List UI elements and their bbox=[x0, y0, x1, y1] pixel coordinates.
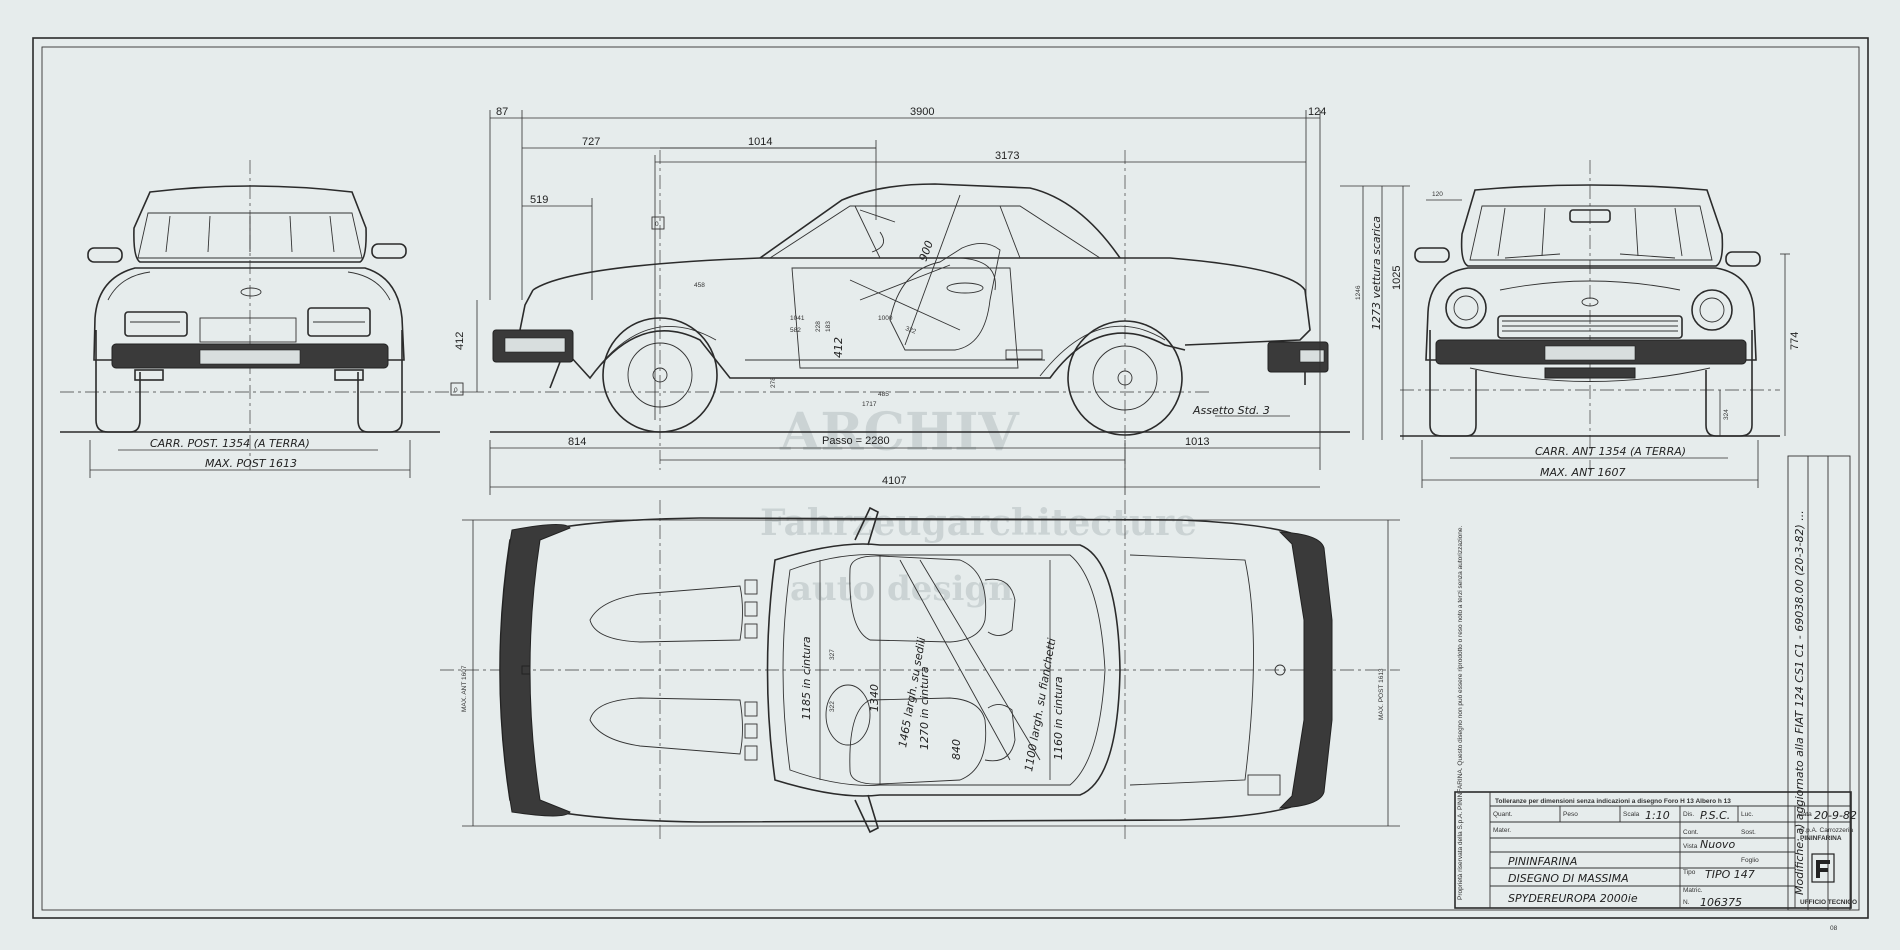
dim-1041: 1041 bbox=[790, 315, 805, 322]
outer-border bbox=[32, 37, 1869, 919]
label-peso: Peso bbox=[1563, 811, 1578, 818]
marker-box-side bbox=[651, 216, 665, 230]
dim-3173: 3173 bbox=[995, 150, 1019, 162]
label-carr-post: CARR. POST. 1354 (A TERRA) bbox=[150, 437, 310, 450]
revision-note: Modifiche: a) aggiornato alla FIAT 124 C… bbox=[1793, 510, 1806, 895]
title-block: Tolleranze per dimensioni senza indicazi… bbox=[1454, 525, 1857, 909]
watermark-line3: auto design bbox=[790, 569, 1013, 609]
dim-412: 412 bbox=[454, 332, 466, 350]
value-vista: Nuovo bbox=[1700, 838, 1735, 851]
dim-727: 727 bbox=[582, 136, 600, 148]
dim-814: 814 bbox=[568, 436, 586, 448]
label-sost: Sost. bbox=[1741, 829, 1756, 836]
value-tipo: TIPO 147 bbox=[1705, 868, 1755, 881]
company-small: S.p.A. Carrozzeria bbox=[1800, 827, 1853, 834]
side-view bbox=[470, 150, 1350, 470]
dim-900: 900 bbox=[917, 239, 936, 263]
value-n: 106375 bbox=[1700, 896, 1742, 909]
watermark: ARCHIV Fahrzeugarchitecture auto design bbox=[760, 402, 1197, 609]
dim-top-840: 840 bbox=[950, 739, 963, 760]
label-mater: Mater. bbox=[1493, 827, 1511, 834]
dim-1246: 1246 bbox=[1355, 285, 1362, 300]
label-dis: Dis. bbox=[1683, 811, 1694, 818]
pininfarina-logo bbox=[1811, 853, 1835, 883]
label-max-ant: MAX. ANT 1607 bbox=[1540, 466, 1626, 479]
dim-1717: 1717 bbox=[862, 401, 877, 408]
dim-485: 485 bbox=[878, 391, 889, 398]
dim-324: 324 bbox=[1723, 409, 1730, 420]
label-matric: Matric. bbox=[1683, 887, 1703, 894]
label-n: N. bbox=[1683, 899, 1690, 906]
revision-strip: Modifiche: a) aggiornato alla FIAT 124 C… bbox=[1787, 455, 1851, 911]
label-max-post: MAX. POST 1613 bbox=[205, 457, 297, 470]
watermark-line2: Fahrzeugarchitecture bbox=[760, 502, 1197, 544]
value-dis: P.S.C. bbox=[1700, 809, 1730, 822]
dim-458: 458 bbox=[694, 282, 705, 289]
top-view bbox=[440, 500, 1400, 840]
front-view bbox=[1400, 160, 1780, 470]
title-line1: PININFARINA bbox=[1508, 855, 1577, 868]
dim-1013: 1013 bbox=[1185, 436, 1209, 448]
label-tipo: Tipo bbox=[1683, 869, 1696, 876]
title-line3: SPYDEREUROPA 2000ie bbox=[1508, 892, 1638, 905]
dim-overhang-front: 87 bbox=[496, 106, 508, 118]
dimension-lines bbox=[89, 110, 1790, 827]
label-max-post-vertical: MAX. POST 1613 bbox=[1378, 668, 1385, 720]
dim-582: 582 bbox=[790, 327, 801, 334]
label-carr-ant: CARR. ANT 1354 (A TERRA) bbox=[1535, 445, 1686, 458]
dim-top-1185: 1185 in cintura bbox=[800, 636, 813, 720]
dim-top-1340: 1340 bbox=[868, 684, 881, 712]
value-data: 20-9-82 bbox=[1814, 809, 1857, 822]
dim-top-1270: 1270 in cintura bbox=[918, 666, 931, 750]
company-name: PININFARINA bbox=[1800, 835, 1842, 842]
label-quant: Quant. bbox=[1493, 811, 1513, 818]
dim-overhang-rear: 124 bbox=[1308, 106, 1326, 118]
dim-1025: 1025 bbox=[1391, 266, 1403, 290]
dim-1014: 1014 bbox=[748, 136, 772, 148]
title-tolerance: Tolleranze per dimensioni senza indicazi… bbox=[1495, 798, 1731, 805]
rear-view bbox=[60, 160, 470, 470]
label-vista: Vista bbox=[1683, 843, 1698, 850]
dim-278: 278 bbox=[770, 377, 777, 388]
corner-mark: 08 bbox=[1830, 925, 1838, 932]
dim-top-327: 327 bbox=[829, 649, 836, 660]
dim-519: 519 bbox=[530, 194, 548, 206]
dim-120: 120 bbox=[1432, 191, 1443, 198]
label-luc: Luc. bbox=[1741, 811, 1753, 818]
dim-412b: 412 bbox=[832, 337, 845, 358]
dim-228: 228 bbox=[815, 321, 822, 332]
label-cont: Cont. bbox=[1683, 829, 1699, 836]
rear-wheel bbox=[1067, 320, 1183, 436]
dim-top-1160: 1160 in cintura bbox=[1052, 676, 1065, 760]
value-scala: 1:10 bbox=[1645, 809, 1670, 822]
marker-box-left bbox=[450, 382, 464, 396]
dim-overall-top: 3900 bbox=[910, 106, 934, 118]
label-scala: Scala bbox=[1623, 811, 1640, 818]
dim-top-322: 322 bbox=[829, 701, 836, 712]
marker-side-text: 0 bbox=[655, 221, 659, 228]
dim-322: 322 bbox=[904, 325, 917, 335]
marker-left-text: 0 bbox=[454, 387, 458, 394]
title-left-column: Proprietà riservata della S.p.A. PININFA… bbox=[1457, 525, 1464, 900]
dim-1000: 1000 bbox=[878, 315, 893, 322]
label-passo: Passo = 2280 bbox=[822, 435, 890, 447]
label-foglio: Foglio bbox=[1741, 857, 1759, 864]
label-max-ant-vertical: MAX. ANT 1607 bbox=[461, 665, 468, 712]
inner-border bbox=[41, 46, 1860, 911]
dim-1273: 1273 vettura scarica bbox=[1370, 216, 1383, 330]
label-data: Data bbox=[1798, 811, 1812, 818]
dim-774: 774 bbox=[1789, 332, 1801, 350]
dim-4107: 4107 bbox=[882, 475, 906, 487]
title-line2: DISEGNO DI MASSIMA bbox=[1508, 872, 1629, 885]
label-assetto: Assetto Std. 3 bbox=[1192, 404, 1270, 417]
dim-183: 183 bbox=[825, 321, 832, 332]
label-ufficio: UFFICIO TECNICO bbox=[1800, 899, 1857, 906]
